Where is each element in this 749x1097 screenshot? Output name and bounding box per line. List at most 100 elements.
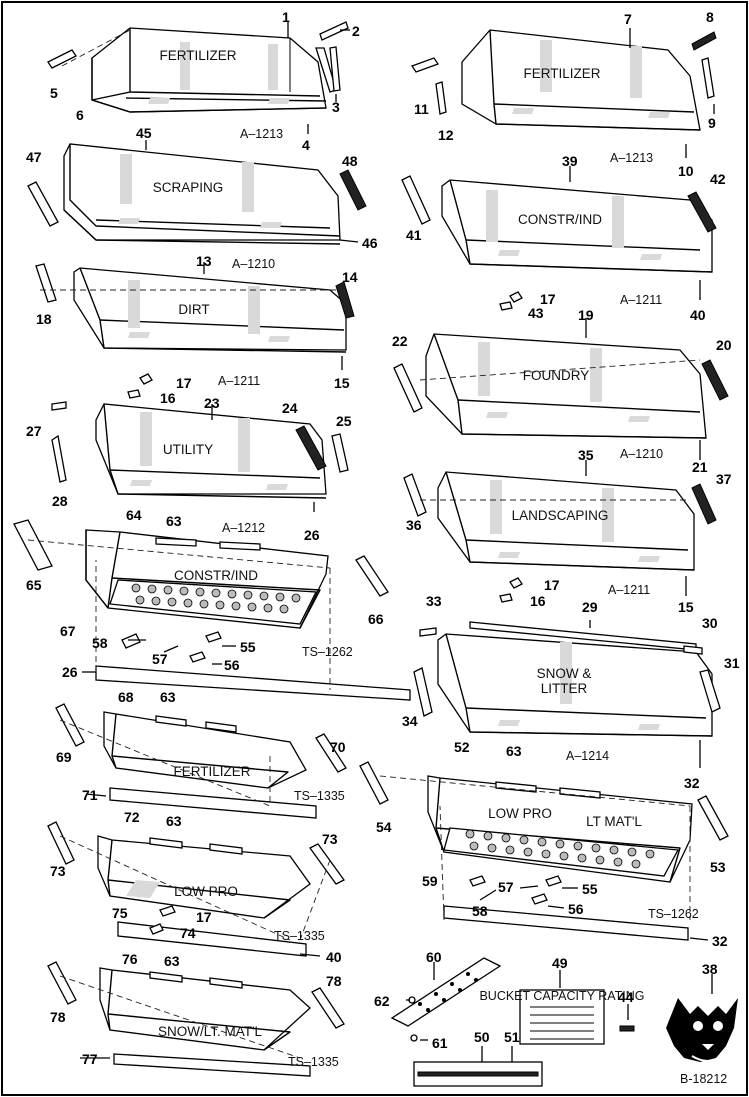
decal-44 bbox=[619, 1025, 635, 1032]
bucket-snow-litter bbox=[413, 621, 721, 737]
callout-17b: 17 bbox=[196, 909, 212, 925]
callout-40b: 40 bbox=[326, 949, 342, 965]
callout-24: 24 bbox=[282, 400, 298, 416]
hardware-16-17-left bbox=[127, 373, 153, 399]
callout-numbers: 1 2 3 4 5 6 7 8 9 10 11 12 13 14 15 16 1… bbox=[26, 9, 740, 1067]
svg-text:BUCKET CAPACITY RATING: BUCKET CAPACITY RATING bbox=[479, 989, 644, 1003]
callout-72: 72 bbox=[124, 809, 140, 825]
callout-32b: 32 bbox=[712, 933, 728, 949]
callout-73a: 73 bbox=[50, 863, 66, 879]
callout-56a: 56 bbox=[224, 657, 240, 673]
callout-15b: 15 bbox=[678, 599, 694, 615]
label-low-pro-1: LOW PRO bbox=[488, 806, 552, 821]
callout-51: 51 bbox=[504, 1029, 520, 1045]
perforation-holes-left bbox=[131, 583, 301, 614]
callout-29: 29 bbox=[582, 599, 598, 615]
figure-id: B-18212 bbox=[680, 1072, 727, 1086]
callout-64: 64 bbox=[126, 507, 142, 523]
bucket-low-pro-ts1335 bbox=[47, 821, 345, 957]
bucket-constr-ind bbox=[401, 175, 717, 273]
callout-47: 47 bbox=[26, 149, 42, 165]
callout-48: 48 bbox=[342, 153, 358, 169]
callout-16a: 16 bbox=[160, 390, 176, 406]
callout-18: 18 bbox=[36, 311, 52, 327]
callout-2: 2 bbox=[352, 23, 360, 39]
callout-75: 75 bbox=[112, 905, 128, 921]
callout-11: 11 bbox=[414, 101, 429, 117]
hardware-16-17-right bbox=[499, 577, 523, 603]
callout-65: 65 bbox=[26, 577, 42, 593]
callout-42: 42 bbox=[710, 171, 726, 187]
label-snow-litter-2: LITTER bbox=[541, 681, 588, 696]
capacity-decal: BUCKET CAPACITY RATING bbox=[479, 989, 645, 1045]
callout-25: 25 bbox=[336, 413, 352, 429]
callout-22: 22 bbox=[392, 333, 408, 349]
callout-67: 67 bbox=[60, 623, 76, 639]
label-fertilizer-1: FERTILIZER bbox=[159, 48, 236, 63]
callout-49: 49 bbox=[552, 955, 568, 971]
code-ts1335-1: TS–1335 bbox=[294, 789, 345, 803]
label-scraping: SCRAPING bbox=[153, 180, 224, 195]
code-a1211-left: A–1211 bbox=[218, 374, 260, 388]
callout-46: 46 bbox=[362, 235, 378, 251]
callout-17c: 17 bbox=[544, 577, 560, 593]
callout-39: 39 bbox=[562, 153, 578, 169]
callout-50: 50 bbox=[474, 1029, 490, 1045]
code-ts1335-3: TS–1335 bbox=[288, 1055, 339, 1069]
callout-63d: 63 bbox=[164, 953, 180, 969]
callout-44: 44 bbox=[618, 989, 634, 1005]
callout-54: 54 bbox=[376, 819, 392, 835]
hardware-55-58-right bbox=[469, 875, 562, 905]
callout-55b: 55 bbox=[582, 881, 598, 897]
bucket-utility bbox=[51, 401, 349, 499]
label-dirt: DIRT bbox=[178, 302, 209, 317]
label-snow-litter-1: SNOW & bbox=[537, 666, 592, 681]
label-fertilizer-2: FERTILIZER bbox=[523, 66, 600, 81]
callout-71: 71 bbox=[82, 787, 98, 803]
callout-63c: 63 bbox=[166, 813, 182, 829]
callout-40a: 40 bbox=[690, 307, 706, 323]
code-a1211-right2: A–1211 bbox=[608, 583, 650, 597]
bucket-fertilizer-ts1335 bbox=[55, 703, 347, 819]
code-ts1262-left: TS–1262 bbox=[302, 645, 353, 659]
callout-70: 70 bbox=[330, 739, 346, 755]
bucket-snow-lt-matl bbox=[47, 961, 345, 1077]
callout-5: 5 bbox=[50, 85, 58, 101]
callout-17d: 17 bbox=[540, 291, 556, 307]
code-a1210-right: A–1210 bbox=[620, 447, 663, 461]
bucket-low-pro-lt-matl bbox=[359, 761, 729, 941]
callout-56b: 56 bbox=[568, 901, 584, 917]
code-a1213-right: A–1213 bbox=[610, 151, 653, 165]
model-codes: A–1213 A–1213 A–1210 A–1211 A–1211 A–121… bbox=[218, 127, 727, 1086]
bucket-fertilizer-1 bbox=[47, 21, 349, 113]
decal-50-51 bbox=[413, 1061, 543, 1087]
callout-55a: 55 bbox=[240, 639, 256, 655]
bucket-scraping bbox=[27, 143, 367, 245]
callout-53: 53 bbox=[710, 859, 726, 875]
perforation-holes-right bbox=[465, 829, 655, 869]
callout-74: 74 bbox=[180, 925, 196, 941]
callout-26b: 26 bbox=[62, 664, 78, 680]
bucket-name-labels: FERTILIZER FERTILIZER SCRAPING CONSTR/IN… bbox=[153, 48, 643, 1039]
callout-63e: 63 bbox=[506, 743, 522, 759]
callout-63a: 63 bbox=[166, 513, 182, 529]
callout-73b: 73 bbox=[322, 831, 338, 847]
callout-3: 3 bbox=[332, 99, 340, 115]
bucket-foundry bbox=[393, 333, 729, 439]
callout-63b: 63 bbox=[160, 689, 176, 705]
guide-lines bbox=[27, 289, 701, 1059]
code-a1212: A–1212 bbox=[222, 521, 265, 535]
callout-32a: 32 bbox=[684, 775, 700, 791]
label-utility: UTILITY bbox=[163, 442, 213, 457]
callout-14: 14 bbox=[342, 269, 358, 285]
callout-59: 59 bbox=[422, 873, 438, 889]
callout-12: 12 bbox=[438, 127, 454, 143]
callout-23: 23 bbox=[204, 395, 220, 411]
label-constr-ind-1: CONSTR/IND bbox=[518, 212, 602, 227]
callout-68: 68 bbox=[118, 689, 134, 705]
callout-19: 19 bbox=[578, 307, 594, 323]
callout-58a: 58 bbox=[92, 635, 108, 651]
code-a1213-left: A–1213 bbox=[240, 127, 283, 141]
callout-61: 61 bbox=[432, 1035, 448, 1051]
